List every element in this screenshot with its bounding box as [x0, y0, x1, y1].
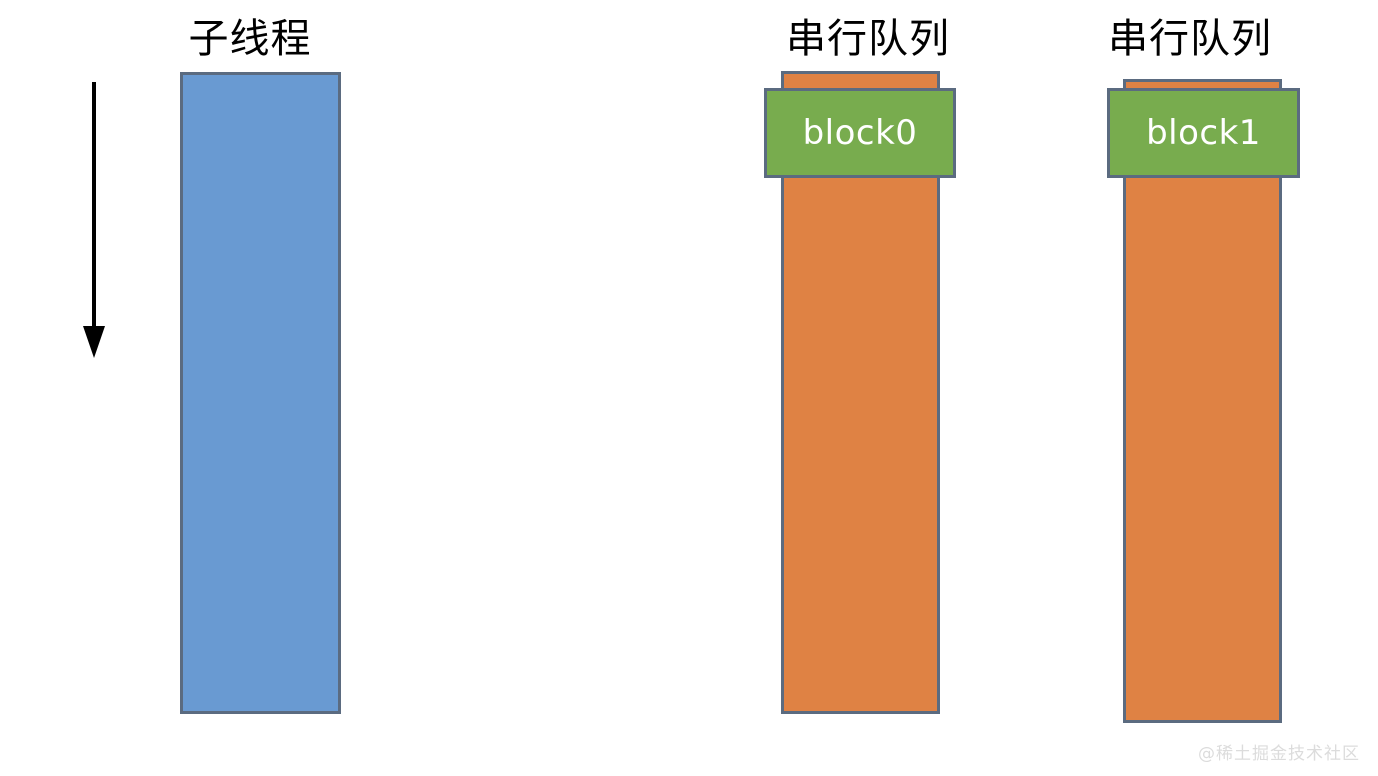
serial-queue-0-bar [781, 71, 940, 714]
block-box-block1: block1 [1107, 88, 1300, 178]
block-label-block0: block0 [802, 113, 918, 153]
block-label-block1: block1 [1146, 113, 1261, 153]
column-heading-thread: 子线程 [188, 16, 312, 62]
column-heading-serial-queue-0: 串行队列 [786, 16, 950, 62]
downward-arrow-icon [78, 82, 110, 360]
thread-timeline-bar [180, 72, 341, 714]
block-box-block0: block0 [764, 88, 956, 178]
serial-queue-1-bar [1123, 79, 1282, 723]
watermark: @稀土掘金技术社区 [1198, 744, 1360, 764]
column-heading-serial-queue-1: 串行队列 [1108, 16, 1272, 62]
